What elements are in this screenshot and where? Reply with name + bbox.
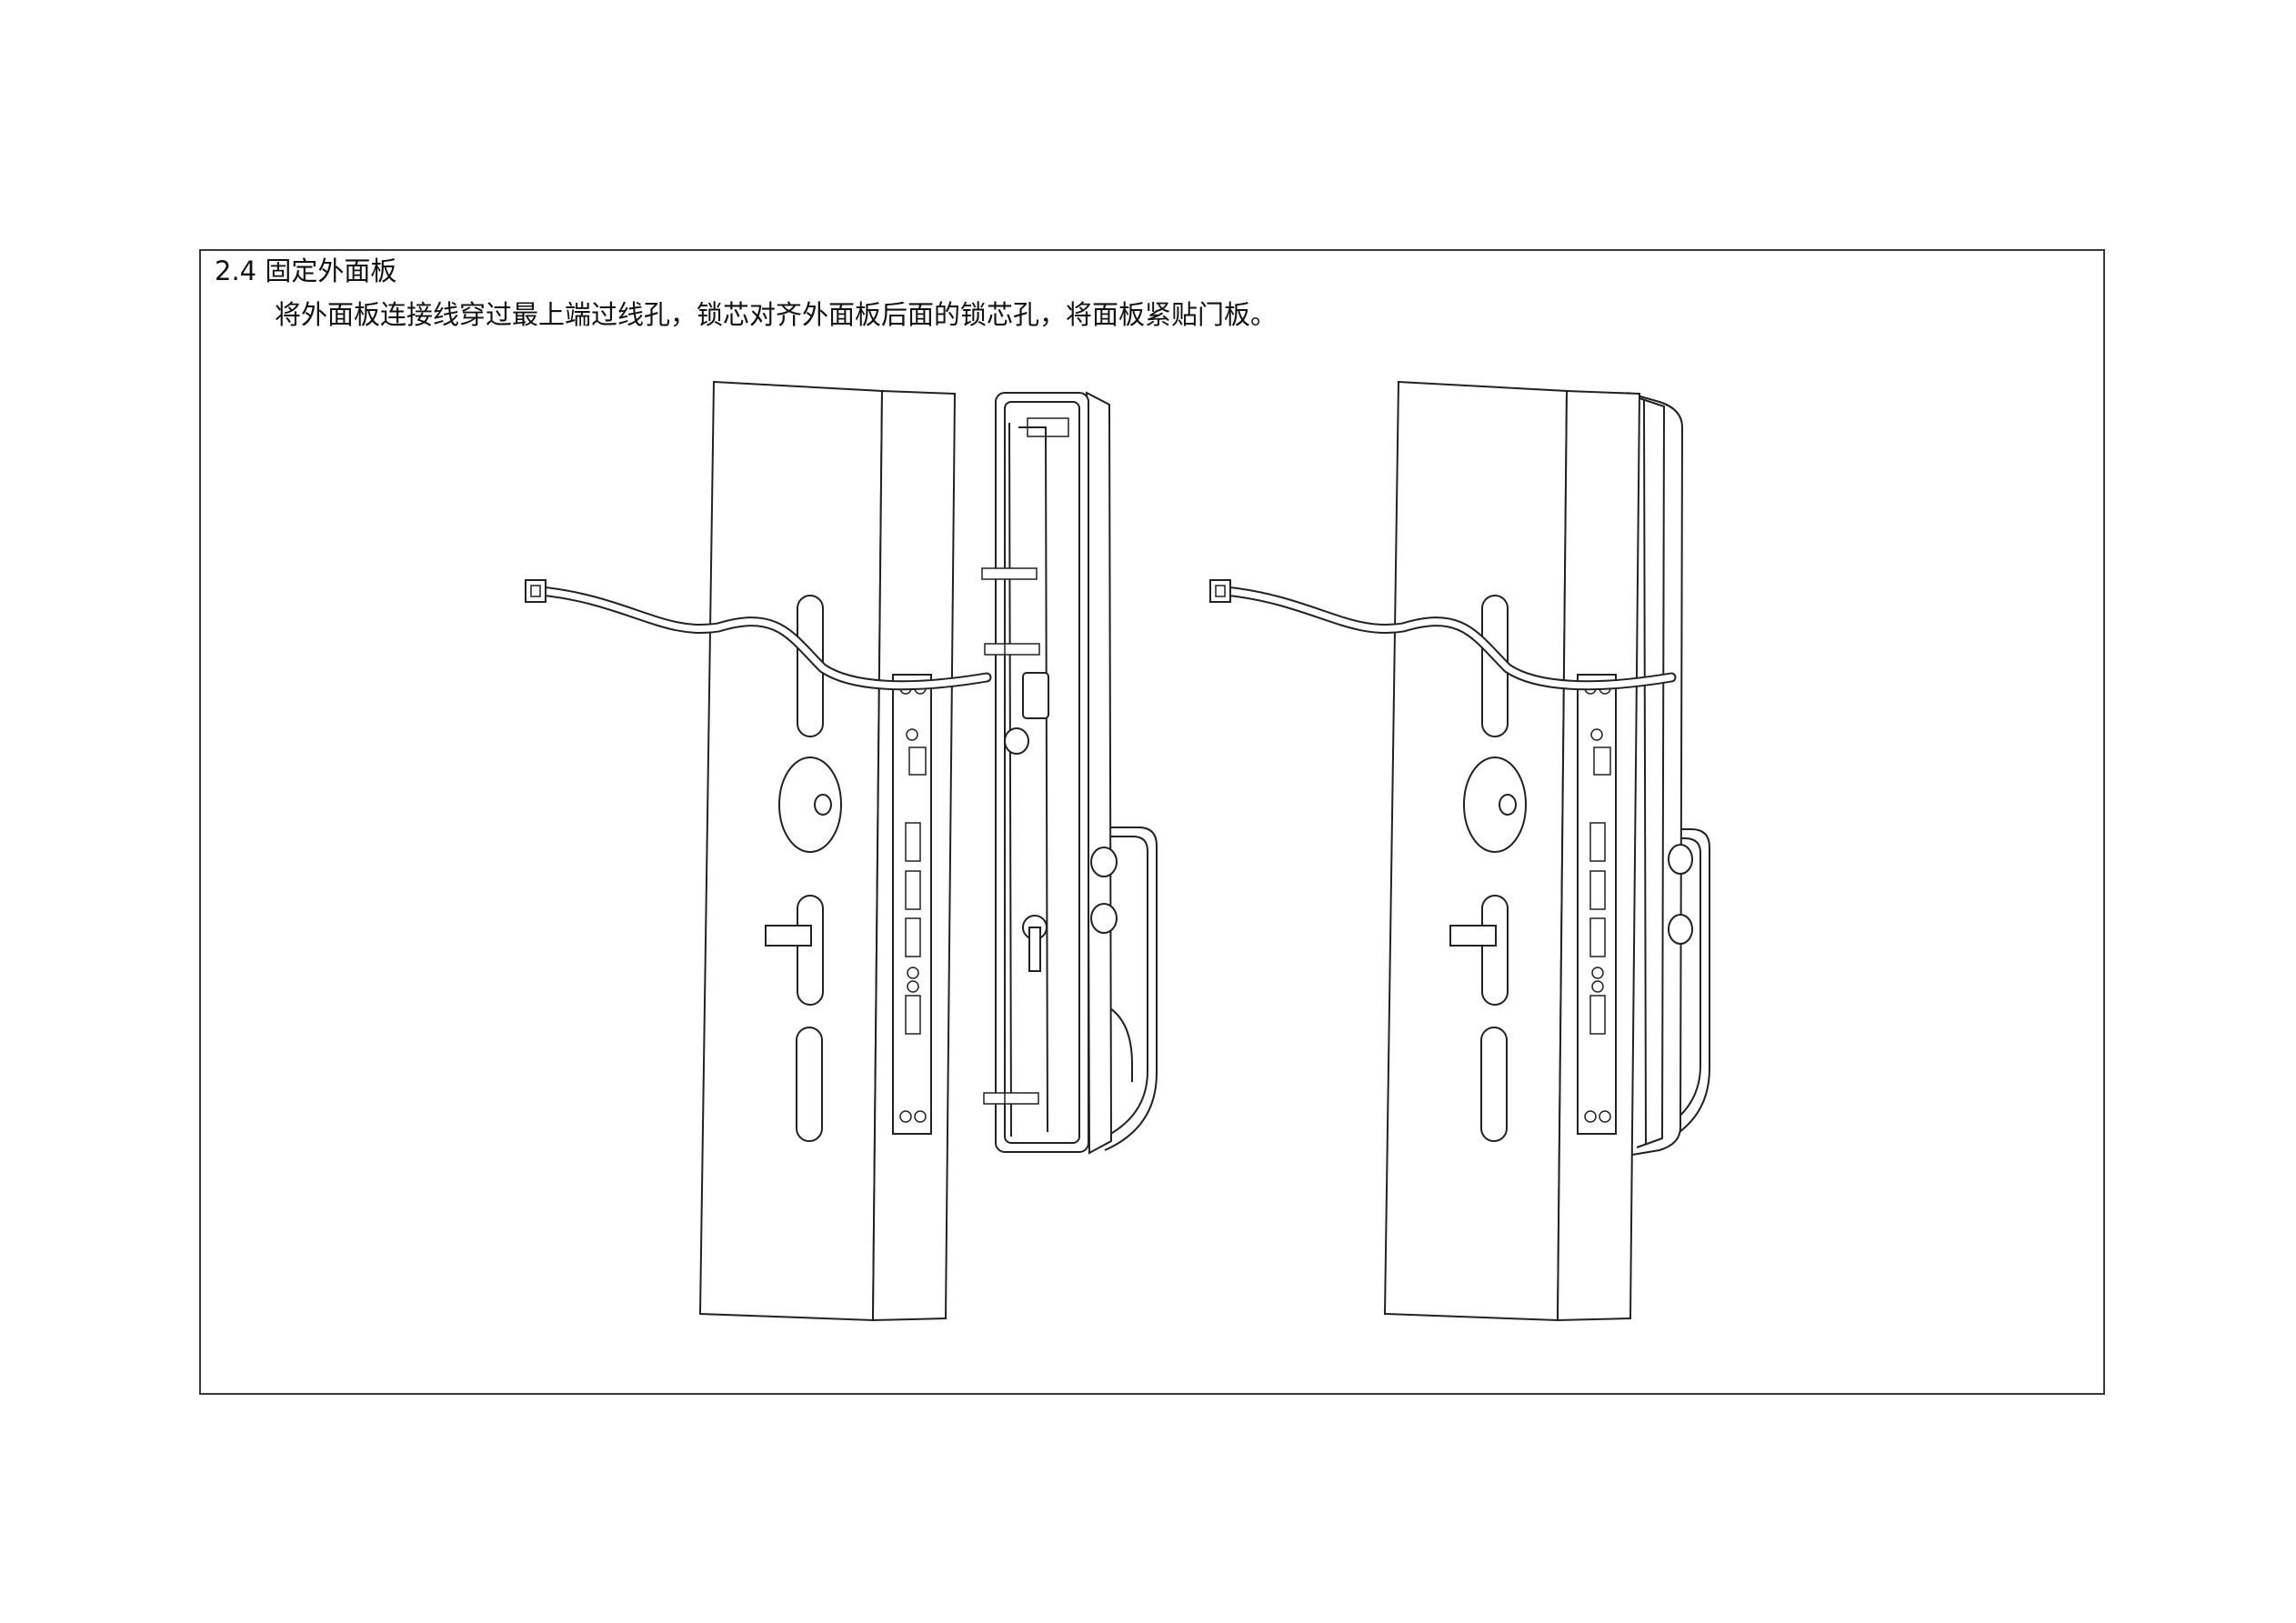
instruction-text: 将外面板连接线穿过最上端过线孔，锁芯对齐外面板后面的锁芯孔，将面板紧贴门板。: [275, 299, 1278, 330]
outer-panel-separated: [981, 392, 1158, 1154]
before-assembly-illustration: [526, 381, 1158, 1321]
section-heading: 2.4 固定外面板: [215, 255, 397, 286]
section-frame: [199, 249, 2105, 1395]
door-edge-left: [699, 381, 956, 1321]
outer-panel-attached: [1627, 392, 1710, 1156]
door-edge-right: [1384, 381, 1640, 1321]
after-assembly-illustration: [1210, 381, 1710, 1321]
